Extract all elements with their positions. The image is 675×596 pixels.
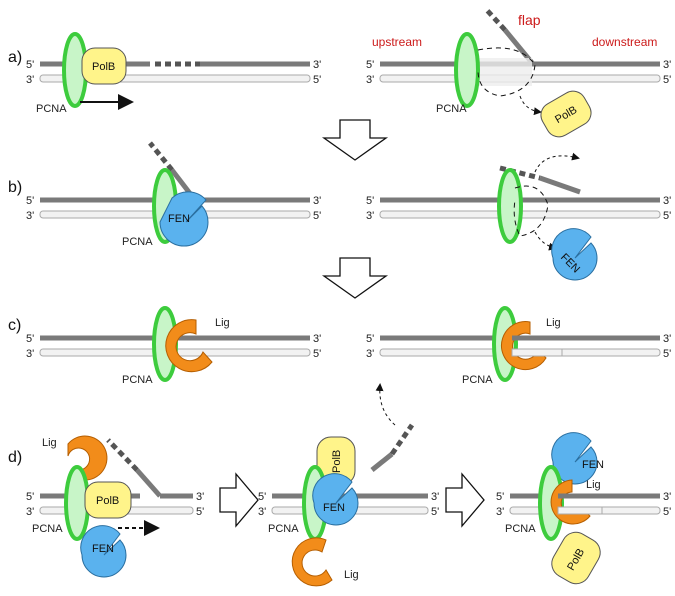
strand-end-3: 3' [366, 74, 374, 86]
panel-c-right: 5' 3' 3' 5' Lig PCNA [366, 306, 671, 386]
strand-end-5: 5' [496, 491, 504, 503]
strand-end-3: 3' [496, 506, 504, 518]
fen-label: FEN [92, 543, 114, 555]
pcna-ring [454, 32, 480, 108]
pcna-label: PCNA [268, 523, 299, 535]
fen-label: FEN [582, 459, 604, 471]
strand-end-5: 5' [313, 210, 321, 222]
strand-end-3: 3' [663, 195, 671, 207]
step-arrow-right [219, 472, 259, 528]
strand-end-5: 5' [663, 348, 671, 360]
polb-label: PolB [96, 495, 119, 507]
panel-label-a: a) [8, 49, 22, 66]
strand-end-3: 3' [431, 491, 439, 503]
strand-end-5: 5' [366, 59, 374, 71]
lig-enzyme [165, 319, 213, 373]
polb-enzyme [540, 90, 592, 138]
strand-end-5: 5' [258, 491, 266, 503]
step-arrow-down [321, 119, 389, 161]
lig-enzyme [501, 321, 547, 371]
panel-label-b: b) [8, 179, 22, 196]
pcna-label: PCNA [462, 374, 493, 386]
pcna-label: PCNA [32, 523, 63, 535]
fen-label: FEN [168, 213, 190, 225]
polb-outline-dashed [477, 47, 536, 97]
pcna-label: PCNA [36, 103, 67, 115]
strand-end-5: 5' [663, 210, 671, 222]
panel-b-left: 5' 3' 3' 5' FEN PCNA [26, 141, 321, 248]
strand-end-3: 3' [313, 59, 321, 71]
lig-label: Lig [586, 479, 601, 491]
strand-end-3: 3' [313, 195, 321, 207]
lig-label: Lig [215, 317, 230, 329]
strand-end-5: 5' [196, 506, 204, 518]
polb-enzyme [551, 531, 601, 585]
polb-enzyme [81, 47, 127, 85]
strand-end-5: 5' [313, 74, 321, 86]
strand-end-5: 5' [366, 195, 374, 207]
strand-end-3: 3' [26, 506, 34, 518]
strand-end-3: 3' [26, 210, 34, 222]
released-flap [370, 452, 394, 472]
polb-enzyme [84, 481, 132, 519]
fen-outline-dashed [513, 185, 549, 237]
pcna-label: PCNA [122, 236, 153, 248]
strand-end-5: 5' [366, 333, 374, 345]
strand-end-5: 5' [313, 348, 321, 360]
strand-end-5: 5' [431, 506, 439, 518]
strand-end-3: 3' [663, 59, 671, 71]
pcna-label: PCNA [436, 103, 467, 115]
strand-end-5: 5' [26, 59, 34, 71]
strand-end-5: 5' [663, 506, 671, 518]
pcna-label: PCNA [122, 374, 153, 386]
fen-enzyme [80, 525, 127, 578]
pcna-label: PCNA [505, 523, 536, 535]
strand-end-5: 5' [663, 74, 671, 86]
upstream-label: upstream [372, 35, 422, 49]
strand-end-5: 5' [26, 333, 34, 345]
downstream-label: downstream [592, 35, 657, 49]
strand-end-5: 5' [26, 195, 34, 207]
step-arrow-right [445, 472, 485, 528]
panel-d-middle: 5' 3' 3' 5' PolB FEN Lig PCNA [258, 383, 439, 587]
fen-enzyme [551, 228, 598, 281]
strand-end-3: 3' [26, 348, 34, 360]
strand-end-3: 3' [663, 333, 671, 345]
polb-label: PolB [331, 450, 343, 473]
fen-enzyme [312, 473, 359, 526]
panel-c-left: 5' 3' 3' 5' Lig PCNA [26, 306, 321, 386]
panel-d-left: 5' 3' 3' 5' Lig PolB FEN PCNA [26, 435, 204, 578]
lig-enzyme [291, 537, 333, 587]
strand-end-5: 5' [26, 491, 34, 503]
polb-label: PolB [92, 61, 115, 73]
lig-enzyme [550, 479, 591, 525]
strand-end-3: 3' [258, 506, 266, 518]
strand-end-3: 3' [313, 333, 321, 345]
strand-end-3: 3' [196, 491, 204, 503]
panel-label-d: d) [8, 449, 22, 466]
step-arrow-down [321, 257, 389, 299]
panel-b-right: 5' 3' 3' 5' FEN [366, 152, 671, 281]
strand-end-3: 3' [663, 491, 671, 503]
strand-end-3: 3' [366, 210, 374, 222]
released-flap [539, 175, 581, 195]
fen-enzyme [159, 191, 209, 247]
lig-label: Lig [344, 569, 359, 581]
panel-a-left: 5' 3' 3' 5' PolB PCNA [26, 32, 321, 115]
strand-end-3: 3' [366, 348, 374, 360]
panel-a-right: 5' 3' 3' 5' PolB flap upstream downstrea… [366, 6, 671, 138]
lig-label: Lig [546, 317, 561, 329]
lig-label: Lig [42, 437, 57, 449]
panel-label-c: c) [8, 317, 21, 334]
fen-label: FEN [323, 502, 345, 514]
flap-label: flap [518, 12, 541, 28]
strand-end-3: 3' [26, 74, 34, 86]
panel-d-right: 5' 3' 3' 5' FEN Lig PolB PCNA [496, 432, 671, 585]
